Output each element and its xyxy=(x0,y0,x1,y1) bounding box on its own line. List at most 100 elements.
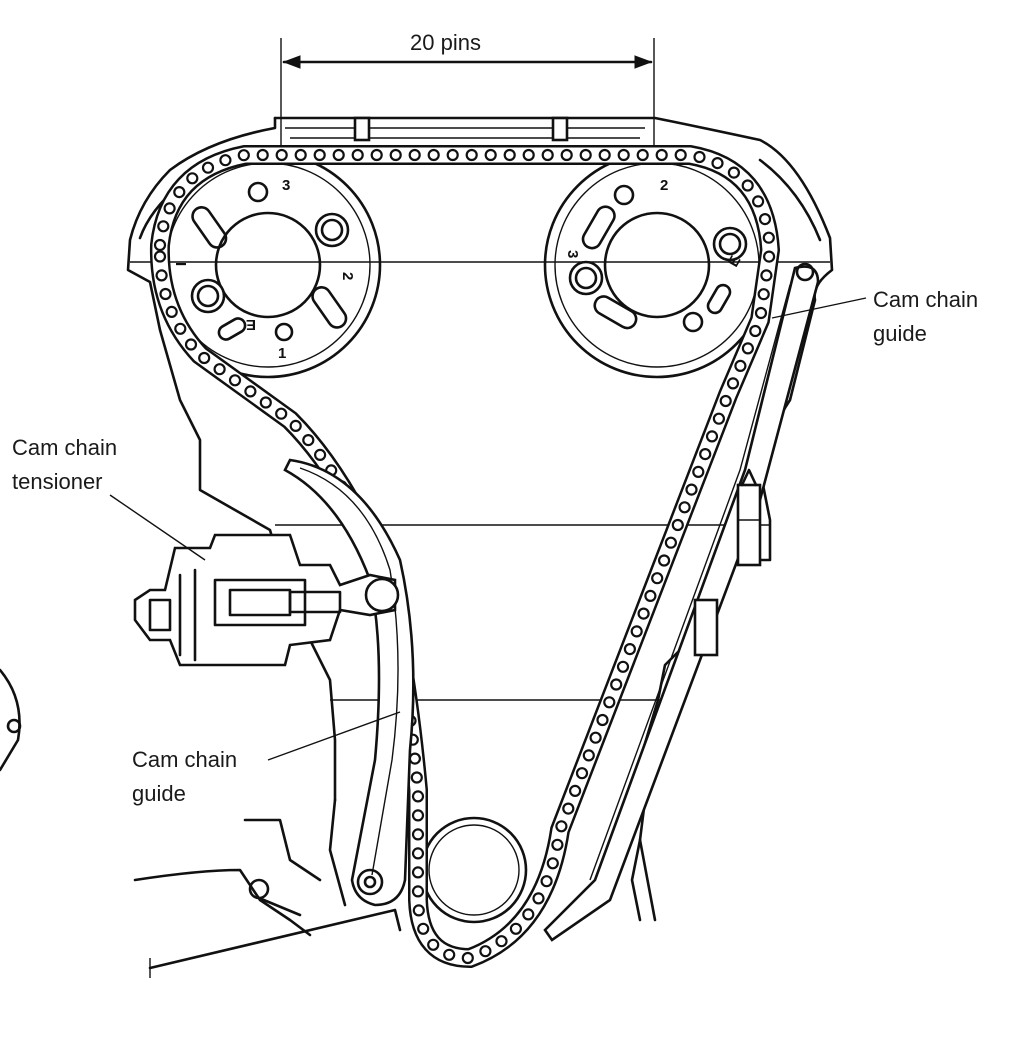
chain-roller xyxy=(443,948,456,961)
left-mark-3: 3 xyxy=(282,177,290,194)
chain-roller xyxy=(719,394,732,408)
chain-roller xyxy=(411,790,425,803)
chain-roller xyxy=(163,202,176,215)
chain-roller xyxy=(712,412,726,425)
label-front-cam-chain-guide: Cam chain guide xyxy=(132,711,401,806)
front-guide-label-line2: guide xyxy=(132,781,186,806)
chain-roller xyxy=(657,554,671,567)
chain-roller xyxy=(603,696,616,709)
chain-roller xyxy=(427,938,440,951)
chain-roller xyxy=(159,287,172,301)
pin-count-label: 20 pins xyxy=(410,30,481,55)
rear-chain-guide xyxy=(543,262,820,942)
label-rear-cam-chain-guide: Cam chain guide xyxy=(771,287,978,346)
chain-roller xyxy=(711,157,724,170)
chain-roller xyxy=(678,501,691,514)
chain-roller xyxy=(522,908,535,921)
chain-roller xyxy=(651,572,664,585)
chain-roller xyxy=(617,148,630,162)
chain-roller xyxy=(560,148,573,162)
tensioner-label-line1: Cam chain xyxy=(12,435,117,460)
chain-roller xyxy=(411,847,425,860)
chain-roller xyxy=(186,172,199,185)
chain-roller xyxy=(692,465,705,478)
chain-roller xyxy=(751,195,765,208)
chain-roller xyxy=(760,269,773,282)
chain-roller xyxy=(579,148,592,162)
chain-roller xyxy=(237,149,250,162)
chain-roller xyxy=(655,148,668,162)
chain-roller xyxy=(596,713,609,727)
chain-roller xyxy=(228,374,242,387)
chain-roller xyxy=(674,148,687,162)
chain-roller xyxy=(741,342,755,355)
right-mark-3: 3 xyxy=(564,250,581,258)
chain-roller xyxy=(184,338,198,351)
chain-roller xyxy=(644,589,657,603)
mounting-bolt xyxy=(693,468,762,657)
chain-roller xyxy=(484,148,497,162)
chain-roller xyxy=(546,857,559,870)
chain-roller xyxy=(495,935,508,948)
label-cam-chain-tensioner: Cam chain tensioner xyxy=(12,435,206,561)
chain-roller xyxy=(289,419,302,432)
chain-roller xyxy=(155,269,168,282)
chain-roller xyxy=(370,148,383,162)
chain-roller xyxy=(417,922,430,935)
chain-roller xyxy=(294,148,307,162)
right-mark-2: 2 xyxy=(660,177,668,194)
chain-roller xyxy=(589,731,602,744)
tensioner-label-line2: tensioner xyxy=(12,469,103,494)
rear-guide-label-line2: guide xyxy=(873,321,927,346)
chain-roller xyxy=(314,448,327,461)
chain-roller xyxy=(734,359,747,372)
chain-roller xyxy=(503,148,516,162)
chain-roller xyxy=(201,161,215,174)
chain-roller xyxy=(244,385,257,398)
cam-chain-tensioner xyxy=(133,533,400,667)
chain-roller xyxy=(411,809,425,822)
chain-roller xyxy=(412,904,425,917)
chain-roller xyxy=(582,749,595,762)
chain-roller xyxy=(636,148,649,162)
chain-roller xyxy=(623,642,637,656)
chain-roller xyxy=(616,660,630,673)
chain-roller xyxy=(532,892,545,905)
chain-roller xyxy=(540,875,553,888)
chain-roller xyxy=(693,150,706,164)
chain-roller xyxy=(302,434,315,447)
chain-roller xyxy=(479,945,492,958)
chain-roller xyxy=(351,148,364,162)
chain-roller xyxy=(165,305,178,318)
chain-roller xyxy=(275,407,288,420)
left-mark-2: 2 xyxy=(339,272,356,280)
chain-roller xyxy=(598,148,611,162)
chain-roller xyxy=(509,922,523,935)
chain-roller xyxy=(575,767,589,780)
chain-roller xyxy=(741,179,754,192)
chain-roller xyxy=(427,148,440,162)
chain-roller xyxy=(213,363,226,376)
chain-roller xyxy=(758,213,772,226)
chain-roller xyxy=(174,322,187,335)
chain-roller xyxy=(157,220,170,233)
chain-roller xyxy=(219,154,232,167)
chain-roller xyxy=(754,306,768,320)
chain-roller xyxy=(313,148,326,162)
chain-roller xyxy=(465,148,478,162)
chain-roller xyxy=(705,430,719,443)
left-mark-e: E xyxy=(246,316,256,333)
chain-roller xyxy=(153,238,167,252)
pin-count-dimension: 20 pins xyxy=(280,30,655,165)
chain-roller xyxy=(410,771,423,784)
chain-roller xyxy=(198,351,211,365)
chain-roller xyxy=(749,324,762,338)
chain-roller xyxy=(411,866,425,879)
chain-roller xyxy=(671,518,684,532)
front-chain-guide xyxy=(283,458,415,907)
chain-roller xyxy=(562,802,575,815)
chain-roller xyxy=(408,148,421,162)
front-guide-label-line1: Cam chain xyxy=(132,747,237,772)
rear-guide-label-line1: Cam chain xyxy=(873,287,978,312)
